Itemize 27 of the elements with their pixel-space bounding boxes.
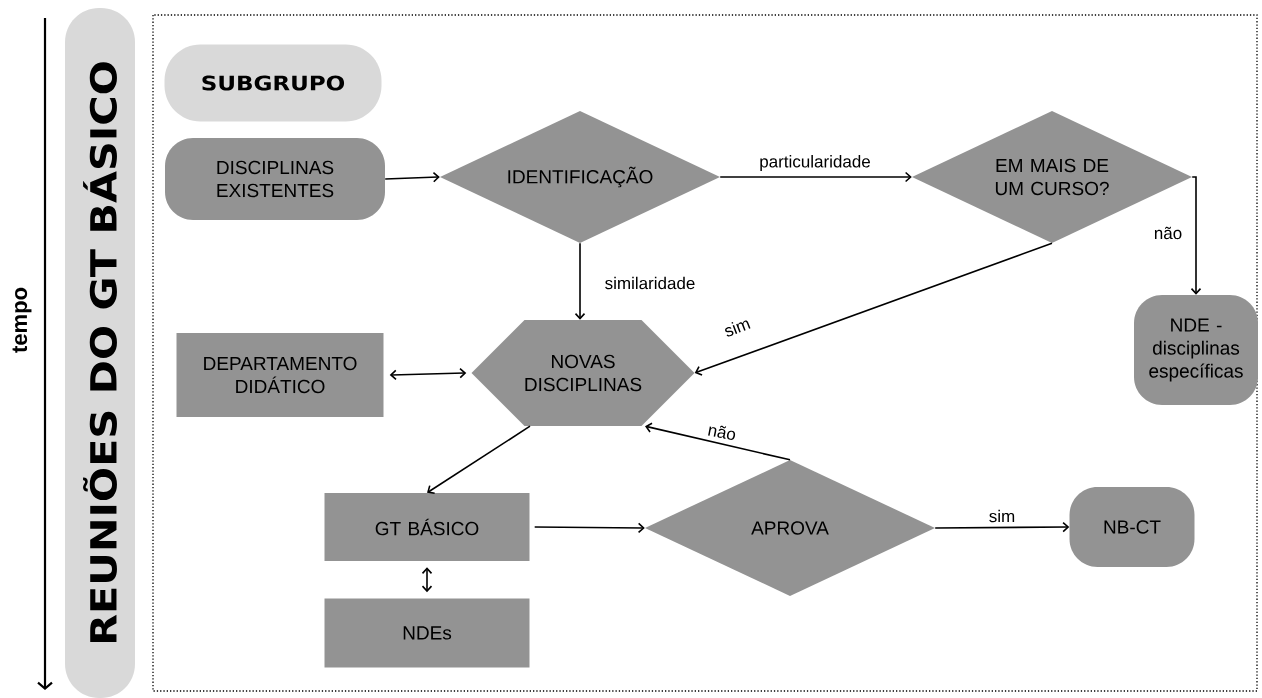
arrow (533, 522, 645, 534)
edge-label: sim (721, 315, 753, 339)
axis-label: tempo (12, 287, 32, 353)
arrow (427, 425, 531, 494)
arrow (421, 567, 433, 593)
arrow (719, 171, 912, 183)
edge-label: não (1152, 225, 1184, 241)
process-box: DISCIPLINAS EXISTENTES (165, 138, 385, 220)
heading-pill: SUBGRUPO (164, 44, 382, 122)
terminal-box: NDE - disciplinas específicas (1134, 295, 1258, 405)
edge-label: sim (987, 508, 1017, 524)
process-box: NDEs (324, 598, 530, 668)
edge-label: não (705, 422, 739, 442)
edge-label: similaridade (603, 275, 697, 291)
arrow (934, 521, 1070, 533)
terminal-box: NB-CT (1069, 487, 1195, 567)
arrow (1190, 176, 1202, 295)
arrow (384, 171, 440, 183)
process-box: GT BÁSICO (324, 493, 530, 561)
arrow (694, 242, 1053, 376)
arrow (389, 367, 467, 381)
process-box: DEPARTAMENTO DIDÁTICO (176, 333, 384, 417)
edge-label: particularidade (758, 154, 872, 172)
arrow (574, 242, 586, 320)
process-hexagon: NOVAS DISCIPLINAS (471, 320, 695, 426)
arrow (645, 422, 791, 461)
vertical-banner: REUNIÕES DO GT BÁSICO (65, 8, 135, 698)
